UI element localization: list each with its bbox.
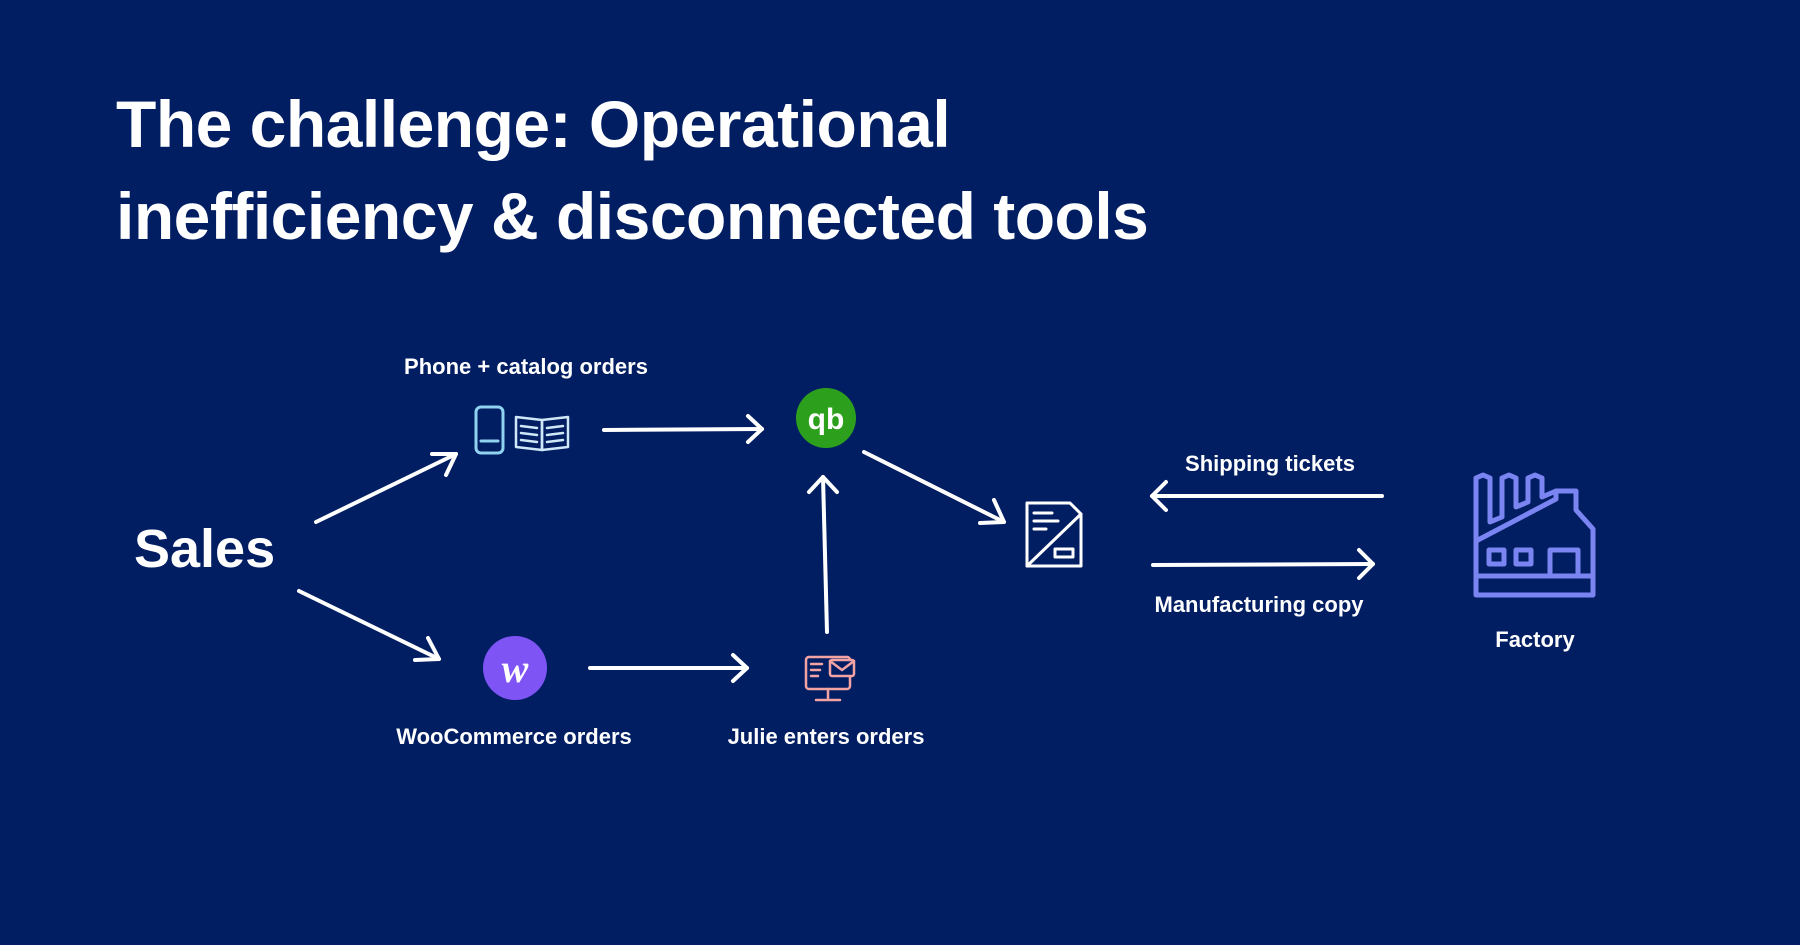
arrow-sales-to-phone <box>314 452 458 524</box>
catalog-book-icon <box>514 415 570 452</box>
factory-label: Factory <box>1495 627 1575 652</box>
arrow-sales-to-woocommerce <box>297 589 441 662</box>
quickbooks-logo-text: qb <box>808 403 845 436</box>
manufacturing-copy-label: Manufacturing copy <box>1154 592 1364 617</box>
quickbooks-logo-icon: qb <box>796 388 856 448</box>
woocommerce-label: WooCommerce orders <box>396 724 632 749</box>
shipping-tickets-label: Shipping tickets <box>1185 451 1355 476</box>
arrow-phone-to-quickbooks <box>602 414 764 444</box>
phone-catalog-label: Phone + catalog orders <box>404 354 648 379</box>
computer-email-icon <box>804 655 856 702</box>
arrow-quickbooks-to-document <box>862 450 1006 525</box>
arrow-document-to-factory <box>1151 548 1375 580</box>
arrow-julie-to-quickbooks <box>807 475 839 634</box>
arrow-factory-to-document <box>1150 480 1384 512</box>
title-line-1: The challenge: Operational <box>116 87 951 161</box>
phone-icon <box>474 405 505 455</box>
sales-label: Sales <box>134 519 276 579</box>
woo-logo-text: w <box>502 646 529 691</box>
woocommerce-logo-icon: w <box>483 636 547 700</box>
julie-label: Julie enters orders <box>727 724 925 749</box>
arrow-woocommerce-to-julie <box>588 653 749 683</box>
title-line-2: inefficiency & disconnected tools <box>116 179 1149 253</box>
slide-title: The challenge: Operational inefficiency … <box>116 78 1316 262</box>
document-icon <box>1025 501 1083 568</box>
factory-icon <box>1473 472 1596 598</box>
